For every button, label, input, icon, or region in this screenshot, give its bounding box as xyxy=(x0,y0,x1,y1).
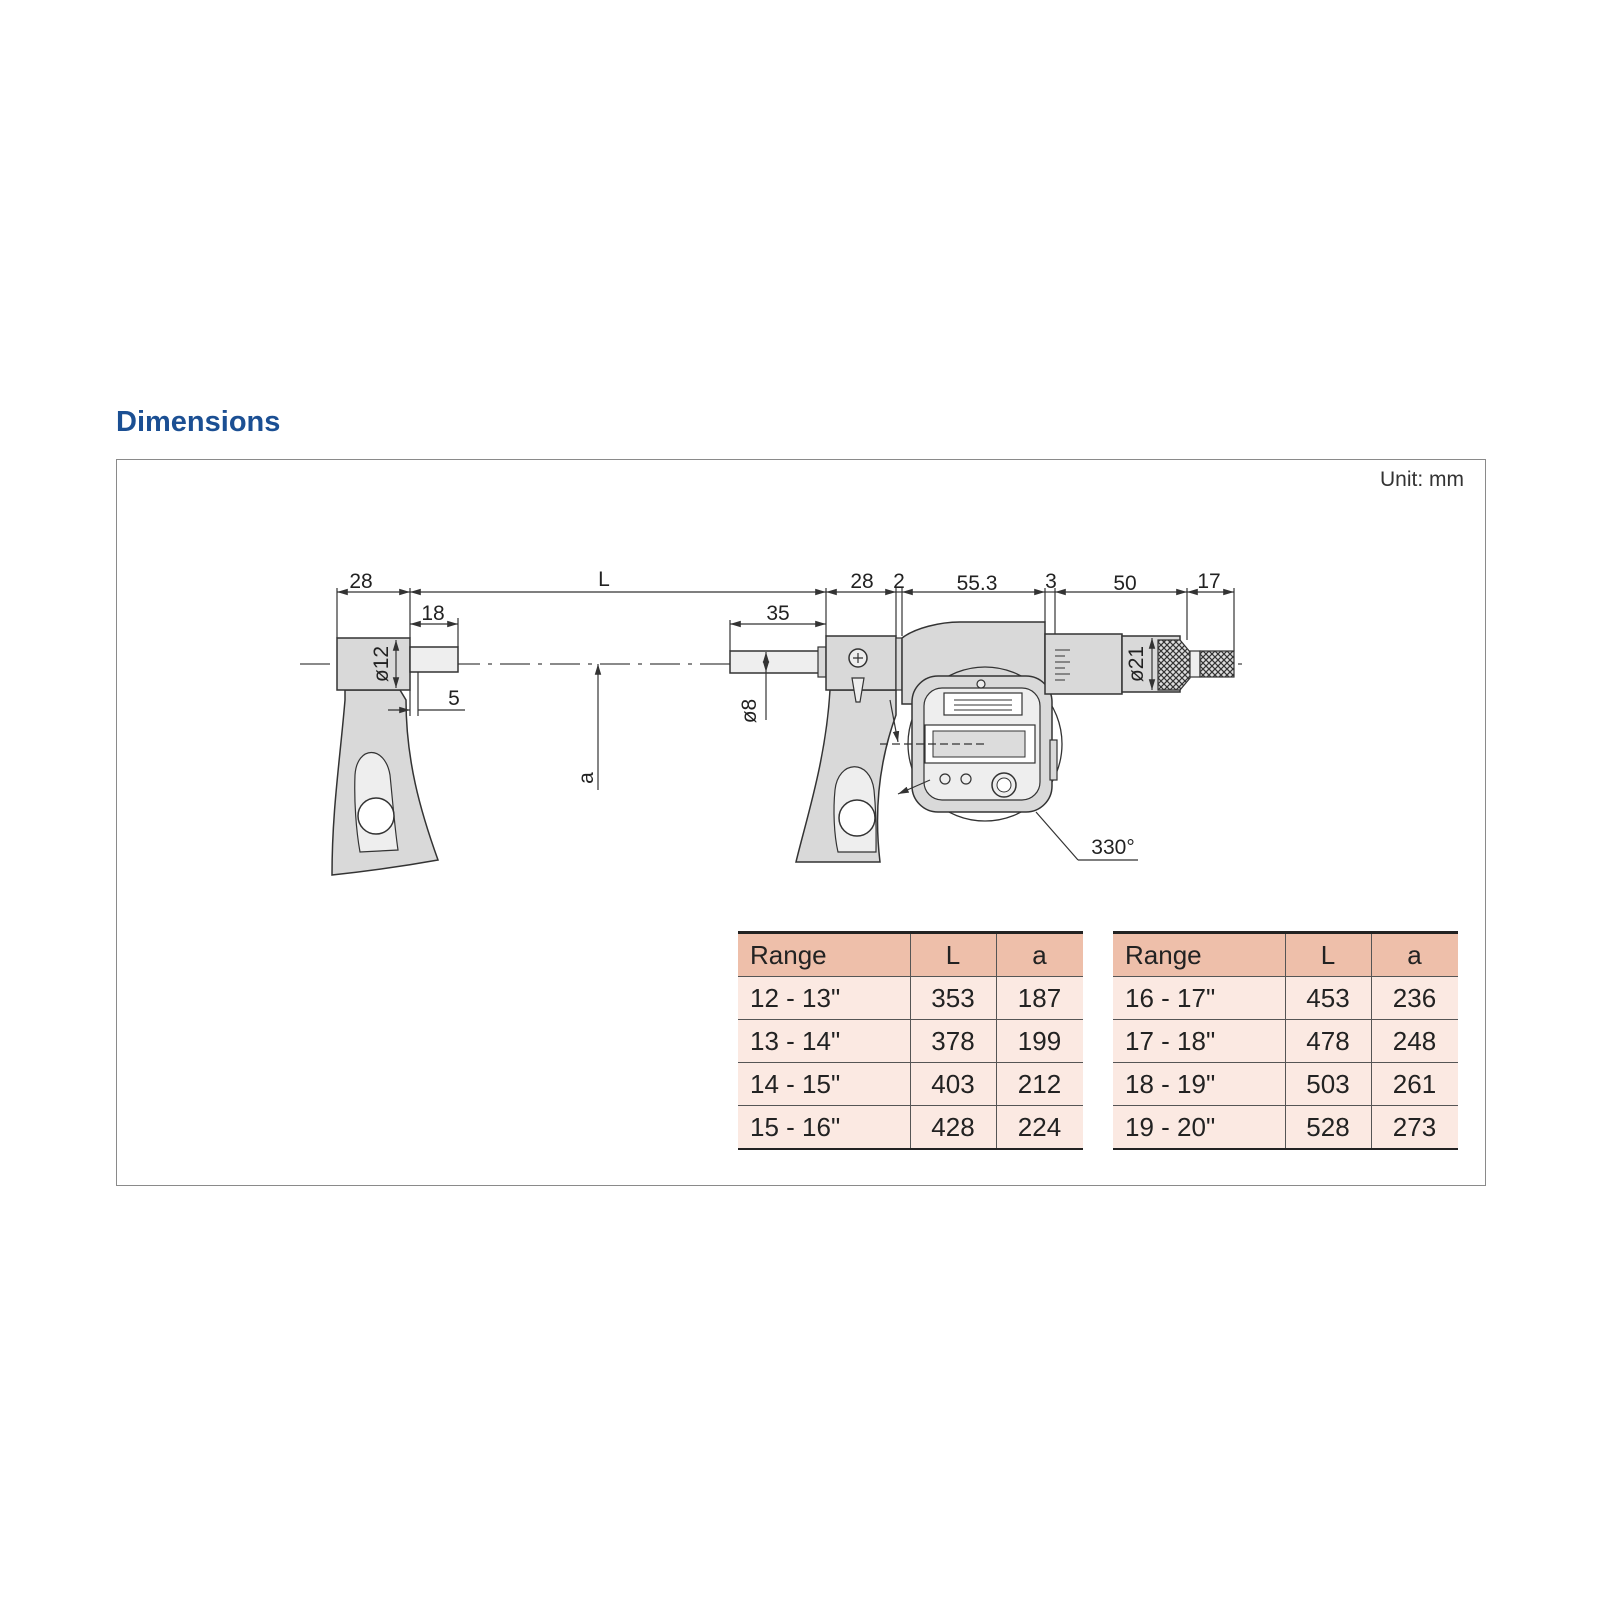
cell-range: 16 - 17" xyxy=(1113,976,1285,1020)
header-a: a xyxy=(995,931,1083,977)
dim-3: 3 xyxy=(1045,570,1057,593)
page-title: Dimensions xyxy=(116,406,281,438)
ratchet-knurl xyxy=(1157,639,1191,691)
cell-range: 13 - 14" xyxy=(738,1019,910,1063)
cell-a: 248 xyxy=(1370,1019,1458,1063)
dim-5: 5 xyxy=(448,687,460,710)
header-range: Range xyxy=(1113,931,1285,977)
table-header-row: Range L a xyxy=(1113,931,1458,977)
header-L: L xyxy=(1284,931,1371,977)
dim-35: 35 xyxy=(766,602,789,625)
cell-a: 187 xyxy=(995,976,1083,1020)
cell-L: 428 xyxy=(909,1105,996,1150)
spindle-collar xyxy=(817,646,827,678)
right-frame-part xyxy=(729,621,1235,863)
table-row: 14 - 15" 403 212 xyxy=(738,1062,1083,1106)
unit-label: Unit: mm xyxy=(1380,468,1464,491)
cell-range: 15 - 16" xyxy=(738,1105,910,1150)
logo-plate xyxy=(943,692,1023,716)
left-frame-part xyxy=(331,637,459,876)
dim-18: 18 xyxy=(421,602,444,625)
dim-phi8: ø8 xyxy=(738,699,761,724)
dim-28-right: 28 xyxy=(850,570,873,593)
table-row: 18 - 19" 503 261 xyxy=(1113,1062,1458,1106)
cell-a: 261 xyxy=(1370,1062,1458,1106)
cell-range: 18 - 19" xyxy=(1113,1062,1285,1106)
cell-range: 17 - 18" xyxy=(1113,1019,1285,1063)
dim-50: 50 xyxy=(1113,572,1136,595)
table-row: 16 - 17" 453 236 xyxy=(1113,976,1458,1020)
cell-L: 528 xyxy=(1284,1105,1371,1150)
header-a: a xyxy=(1370,931,1458,977)
dim-a: a xyxy=(575,772,598,784)
cell-L: 378 xyxy=(909,1019,996,1063)
cell-range: 14 - 15" xyxy=(738,1062,910,1106)
table-row: 13 - 14" 378 199 xyxy=(738,1019,1083,1063)
side-port xyxy=(1049,739,1058,781)
range-table-right: Range L a 16 - 17" 453 236 17 - 18" 478 … xyxy=(1113,931,1458,1150)
spindle xyxy=(729,650,823,674)
dim-phi12: ø12 xyxy=(370,646,393,682)
cell-L: 478 xyxy=(1284,1019,1371,1063)
button-1-icon xyxy=(939,773,951,785)
dim-L: L xyxy=(598,568,610,591)
table-row: 19 - 20" 528 273 xyxy=(1113,1105,1458,1150)
range-table-left: Range L a 12 - 13" 353 187 13 - 14" 378 … xyxy=(738,931,1083,1150)
head-flange xyxy=(895,637,903,691)
table-row: 15 - 16" 428 224 xyxy=(738,1105,1083,1150)
cell-a: 199 xyxy=(995,1019,1083,1063)
cell-L: 403 xyxy=(909,1062,996,1106)
cell-L: 503 xyxy=(1284,1062,1371,1106)
dimensions-frame xyxy=(116,459,1486,1186)
table-row: 12 - 13" 353 187 xyxy=(738,976,1083,1020)
left-anvil xyxy=(409,646,459,673)
dim-55-3: 55.3 xyxy=(957,572,998,595)
ratchet-neck xyxy=(1189,650,1201,678)
dim-28-left: 28 xyxy=(349,570,372,593)
cell-L: 353 xyxy=(909,976,996,1020)
angle-330: 330° xyxy=(1091,836,1134,859)
cell-range: 12 - 13" xyxy=(738,976,910,1020)
cell-a: 273 xyxy=(1370,1105,1458,1150)
table-header-row: Range L a xyxy=(738,931,1083,977)
dim-2: 2 xyxy=(893,570,905,593)
cell-a: 236 xyxy=(1370,976,1458,1020)
ratchet-stop xyxy=(1199,650,1235,678)
header-L: L xyxy=(909,931,996,977)
right-frame-hole xyxy=(838,799,876,837)
table-row: 17 - 18" 478 248 xyxy=(1113,1019,1458,1063)
header-range: Range xyxy=(738,931,910,977)
cell-L: 453 xyxy=(1284,976,1371,1020)
dim-phi21: ø21 xyxy=(1125,646,1148,682)
button-2-icon xyxy=(960,773,972,785)
cell-range: 19 - 20" xyxy=(1113,1105,1285,1150)
cell-a: 212 xyxy=(995,1062,1083,1106)
sleeve xyxy=(1044,633,1123,695)
cell-a: 224 xyxy=(995,1105,1083,1150)
clamp-lever xyxy=(851,677,865,703)
left-frame-hole xyxy=(357,797,395,835)
dim-17: 17 xyxy=(1197,570,1220,593)
